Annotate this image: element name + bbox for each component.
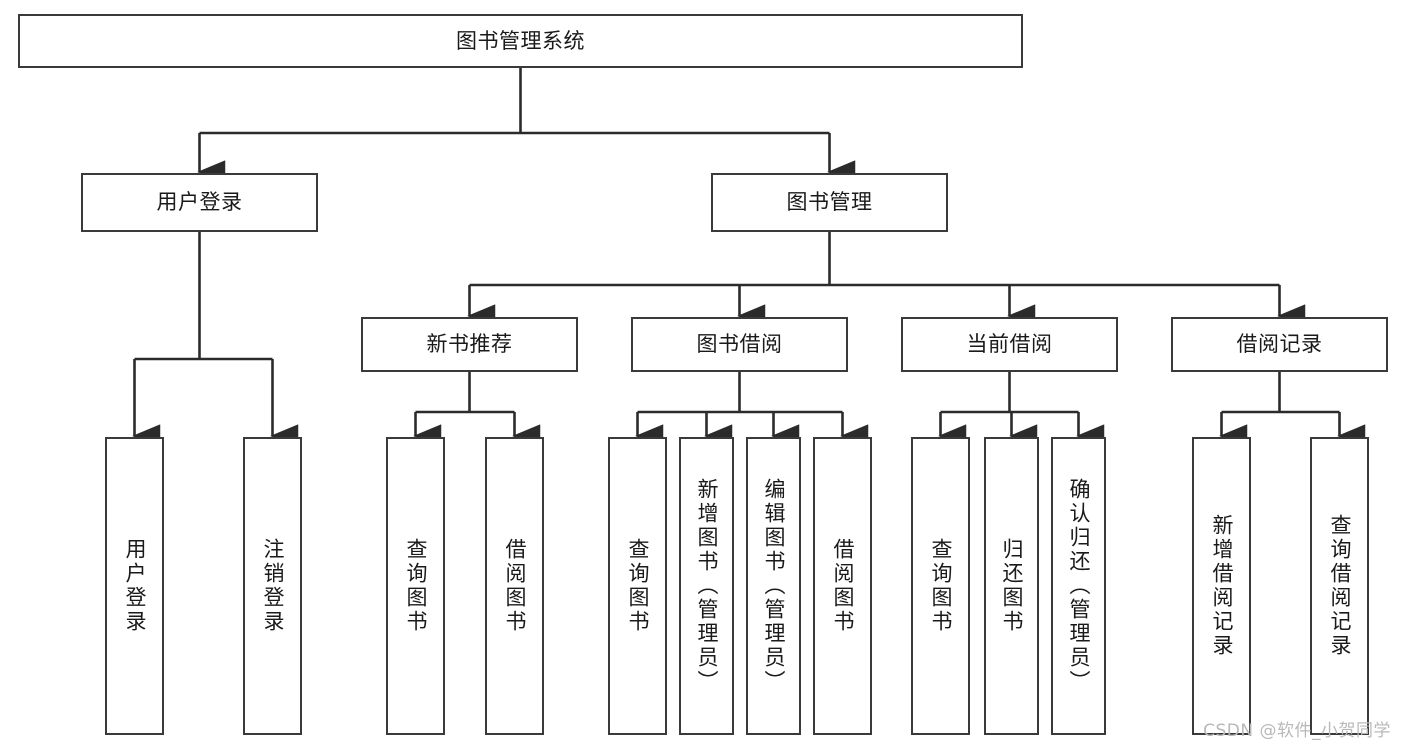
node-label: 查询图书 (626, 538, 650, 634)
node-leaf-borrow-book-2[interactable]: 借阅图书 (813, 437, 872, 735)
node-leaf-edit-book[interactable]: 编辑图书（管理员） (746, 437, 801, 735)
node-label: 确认归还（管理员） (1067, 478, 1091, 694)
node-label: 查询图书 (404, 538, 428, 634)
node-leaf-return-book[interactable]: 归还图书 (984, 437, 1039, 735)
node-label: 新增借阅记录 (1210, 514, 1234, 658)
node-label: 图书管理 (786, 190, 873, 215)
node-leaf-borrow-book-1[interactable]: 借阅图书 (485, 437, 544, 735)
node-leaf-query-record[interactable]: 查询借阅记录 (1310, 437, 1369, 735)
node-leaf-confirm-return[interactable]: 确认归还（管理员） (1051, 437, 1106, 735)
node-leaf-query-book-2[interactable]: 查询图书 (608, 437, 667, 735)
node-leaf-user-login[interactable]: 用户登录 (105, 437, 164, 735)
node-label: 图书管理系统 (456, 28, 585, 53)
node-root[interactable]: 图书管理系统 (18, 14, 1023, 68)
node-label: 借阅图书 (503, 538, 527, 634)
node-label: 新增图书（管理员） (695, 478, 719, 694)
node-leaf-query-book-1[interactable]: 查询图书 (386, 437, 445, 735)
node-leaf-query-book-3[interactable]: 查询图书 (911, 437, 970, 735)
node-leaf-user-logout[interactable]: 注销登录 (243, 437, 302, 735)
node-leaf-add-book[interactable]: 新增图书（管理员） (679, 437, 734, 735)
node-new-book-recommend[interactable]: 新书推荐 (361, 317, 578, 372)
node-label: 用户登录 (156, 190, 243, 215)
node-book-borrow[interactable]: 图书借阅 (631, 317, 848, 372)
node-leaf-add-record[interactable]: 新增借阅记录 (1192, 437, 1251, 735)
node-label: 编辑图书（管理员） (762, 478, 786, 694)
node-label: 借阅记录 (1236, 332, 1323, 357)
node-label: 注销登录 (261, 538, 285, 634)
node-current-borrow[interactable]: 当前借阅 (901, 317, 1118, 372)
node-book-manage[interactable]: 图书管理 (711, 173, 948, 232)
node-label: 归还图书 (1000, 538, 1024, 634)
node-label: 借阅图书 (831, 538, 855, 634)
node-label: 新书推荐 (426, 332, 513, 357)
edge-paths (132, 68, 1366, 448)
node-label: 查询借阅记录 (1328, 514, 1352, 658)
node-label: 用户登录 (123, 538, 147, 634)
node-label: 当前借阅 (966, 332, 1053, 357)
node-borrow-record[interactable]: 借阅记录 (1171, 317, 1388, 372)
node-label: 图书借阅 (696, 332, 783, 357)
node-label: 查询图书 (929, 538, 953, 634)
watermark-text: CSDN @软件_小贺同学 (1203, 721, 1391, 741)
node-user-login[interactable]: 用户登录 (81, 173, 318, 232)
